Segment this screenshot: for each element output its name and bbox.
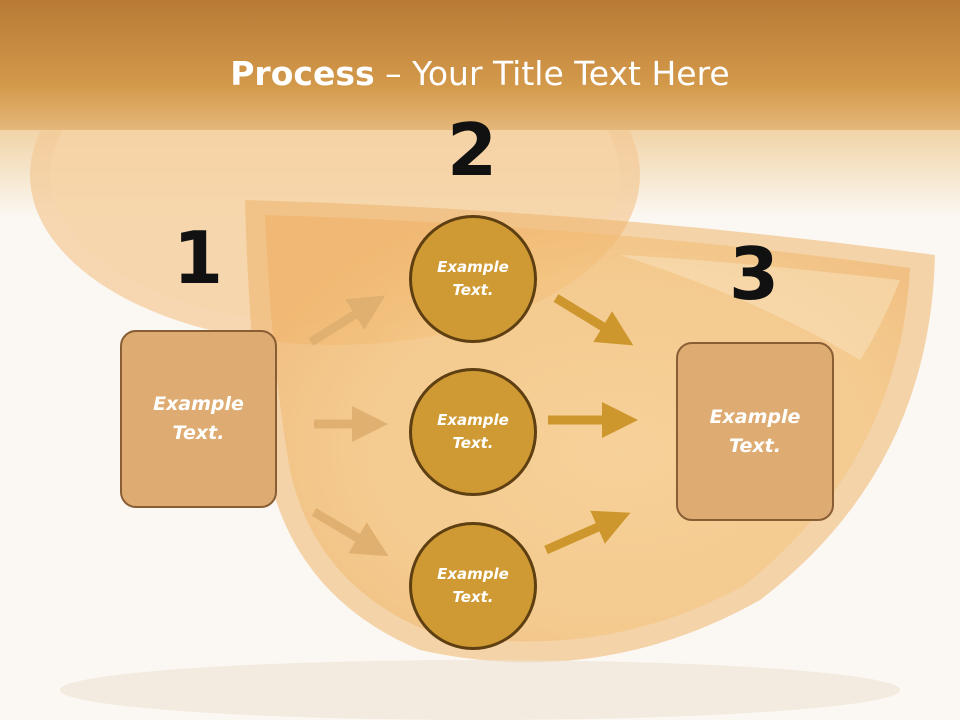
step3-label: Example Text.	[709, 405, 801, 457]
arrow-2c-to-3	[544, 510, 631, 555]
title-strong: Process	[230, 54, 375, 93]
step3-box[interactable]: Example Text.	[676, 342, 834, 521]
title-rest: – Your Title Text Here	[374, 54, 730, 93]
step1-box[interactable]: Example Text.	[120, 330, 277, 508]
step-number-3: 3	[728, 232, 780, 316]
step2-label-top: Example Text.	[437, 258, 509, 299]
arrow-1-to-2a	[308, 295, 386, 346]
slide-title: Process – Your Title Text Here	[0, 52, 960, 96]
step-number-1: 1	[172, 216, 224, 300]
arrow-1-to-2c	[311, 508, 389, 557]
step2-circle-middle[interactable]: Example Text.	[409, 368, 537, 496]
step1-label: Example Text.	[153, 393, 244, 444]
step2-circle-top[interactable]: Example Text.	[409, 215, 537, 343]
step-number-2: 2	[446, 108, 498, 192]
step2-label-middle: Example Text.	[437, 411, 509, 452]
step2-circle-bottom[interactable]: Example Text.	[409, 522, 537, 650]
arrow-2a-to-3	[553, 294, 634, 346]
step2-label-bottom: Example Text.	[437, 565, 509, 606]
